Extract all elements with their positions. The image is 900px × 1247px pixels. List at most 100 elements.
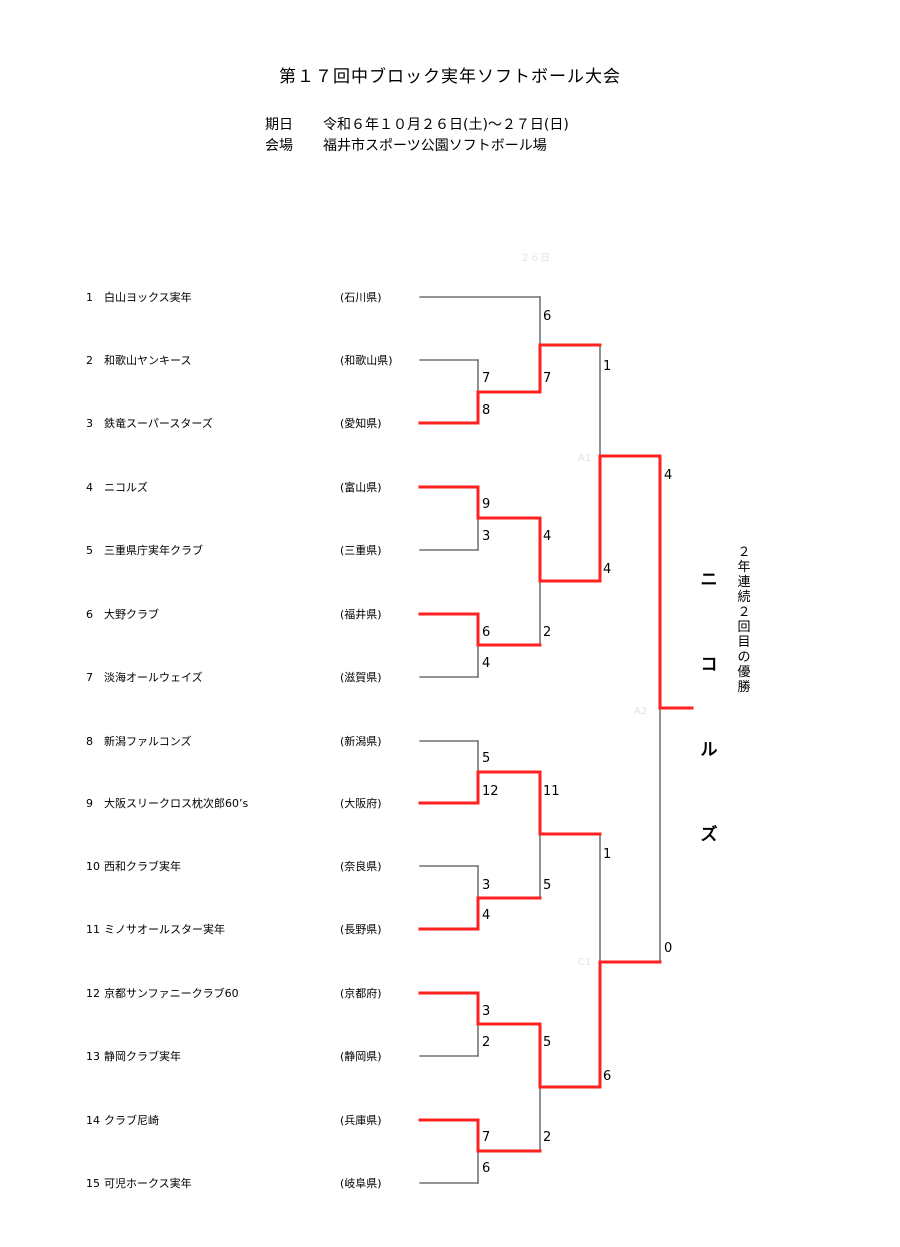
- team-row: 4 ニコルズ (富山県): [86, 477, 398, 497]
- team-number: 3: [86, 416, 93, 430]
- team-name: ミノサオールスター実年: [104, 923, 225, 936]
- team-prefecture: (和歌山県): [340, 354, 393, 367]
- note-char: 年: [737, 560, 751, 575]
- score-label: 3: [482, 529, 490, 544]
- champion-char: ズ: [700, 825, 718, 845]
- venue-label: 会場: [265, 138, 293, 154]
- team-name: 新潟ファルコンズ: [104, 735, 192, 748]
- note-char: 連: [737, 575, 751, 590]
- champion-char: ニ: [700, 570, 718, 590]
- team-name: 和歌山ヤンキース: [104, 354, 192, 367]
- team-name: 鉄竜スーパースターズ: [104, 417, 213, 430]
- team-row: 8 新潟ファルコンズ (新潟県): [86, 731, 398, 751]
- team-number: 11: [86, 922, 100, 936]
- venue-value: 福井市スポーツ公園ソフトボール場: [323, 138, 547, 154]
- note-char: 優: [737, 665, 751, 680]
- team-name: 大阪スリークロス枕次郎60’s: [104, 797, 249, 810]
- team-row: 7 淡海オールウェイズ (滋賀県): [86, 667, 398, 687]
- note-char: 勝: [737, 680, 751, 695]
- team-prefecture: (富山県): [340, 481, 382, 494]
- team-row: 11 ミノサオールスター実年 (長野県): [86, 919, 398, 939]
- score-label: 5: [482, 751, 490, 766]
- team-number: 7: [86, 670, 93, 684]
- team-prefecture: (兵庫県): [340, 1114, 382, 1127]
- score-label: 4: [603, 562, 611, 577]
- team-prefecture: (長野県): [340, 923, 382, 936]
- team-name: 静岡クラブ実年: [104, 1050, 181, 1063]
- team-number: 13: [86, 1049, 100, 1063]
- team-name: クラブ尼崎: [104, 1114, 159, 1127]
- score-label: 1: [603, 847, 611, 862]
- date-value: 令和６年１０月２６日(土)～２７日(日): [323, 117, 569, 133]
- score-label: 3: [482, 878, 490, 893]
- team-row: 10 西和クラブ実年 (奈良県): [86, 856, 398, 876]
- score-label: 3: [482, 1004, 490, 1019]
- team-prefecture: (静岡県): [340, 1050, 382, 1063]
- team-prefecture: (奈良県): [340, 860, 382, 873]
- team-name: 可児ホークス実年: [104, 1177, 192, 1190]
- team-number: 10: [86, 859, 100, 873]
- team-number: 1: [86, 290, 93, 304]
- score-label: 2: [482, 1035, 490, 1050]
- note-char: ２: [737, 545, 751, 560]
- team-prefecture: (滋賀県): [340, 671, 382, 684]
- team-number: 2: [86, 353, 93, 367]
- team-row: 12 京都サンファニークラブ60 (京都府): [86, 983, 398, 1003]
- note-char: 目: [737, 635, 751, 650]
- tournament-title: 第１７回中ブロック実年ソフトボール大会: [279, 67, 621, 87]
- score-label: 4: [482, 908, 490, 923]
- score-label: 5: [543, 878, 551, 893]
- score-label: 4: [664, 468, 672, 483]
- team-prefecture: (大阪府): [340, 797, 382, 810]
- score-label: 2: [543, 1130, 551, 1145]
- score-label: 12: [482, 784, 499, 799]
- date-label: 期日: [265, 117, 293, 133]
- score-label: 2: [543, 625, 551, 640]
- team-name: 淡海オールウェイズ: [104, 671, 203, 684]
- team-prefecture: (京都府): [340, 987, 382, 1000]
- note-char: 回: [737, 620, 751, 635]
- team-number: 8: [86, 734, 93, 748]
- team-name: 大野クラブ: [104, 608, 159, 621]
- team-number: 9: [86, 796, 93, 810]
- team-number: 12: [86, 986, 100, 1000]
- score-label: 9: [482, 497, 490, 512]
- score-label: 1: [603, 359, 611, 374]
- team-number: 4: [86, 480, 93, 494]
- team-row: 14 クラブ尼崎 (兵庫県): [86, 1110, 398, 1130]
- team-row: 9 大阪スリークロス枕次郎60’s (大阪府): [86, 793, 398, 813]
- team-number: 14: [86, 1113, 100, 1127]
- note-char: 続: [737, 590, 751, 605]
- team-prefecture: (岐阜県): [340, 1177, 382, 1190]
- date-row: 期日 令和６年１０月２６日(土)～２７日(日): [265, 114, 569, 134]
- score-label: 4: [482, 656, 490, 671]
- team-row: 2 和歌山ヤンキース (和歌山県): [86, 350, 398, 370]
- champion-char: コ: [700, 655, 718, 675]
- score-label: 4: [543, 529, 551, 544]
- team-name: 三重県庁実年クラブ: [104, 544, 203, 557]
- team-name: 白山ヨックス実年: [104, 291, 192, 304]
- faint-label-a: A1: [578, 453, 591, 464]
- score-label: 8: [482, 403, 490, 418]
- team-row: 13 静岡クラブ実年 (静岡県): [86, 1046, 398, 1066]
- faint-label-c: C1: [578, 957, 591, 968]
- team-number: 15: [86, 1176, 100, 1190]
- score-label: 0: [664, 941, 672, 956]
- team-name: 京都サンファニークラブ60: [104, 987, 239, 1000]
- venue-row: 会場 福井市スポーツ公園ソフトボール場: [265, 135, 547, 155]
- team-row: 15 可児ホークス実年 (岐阜県): [86, 1173, 398, 1193]
- team-name: 西和クラブ実年: [104, 860, 181, 873]
- team-name: ニコルズ: [104, 481, 148, 494]
- score-label: 6: [482, 625, 490, 640]
- day-label: ２６日: [520, 253, 550, 264]
- faint-label-b: A2: [634, 706, 647, 717]
- team-prefecture: (三重県): [340, 544, 382, 557]
- score-label: 11: [543, 784, 560, 799]
- team-prefecture: (新潟県): [340, 735, 382, 748]
